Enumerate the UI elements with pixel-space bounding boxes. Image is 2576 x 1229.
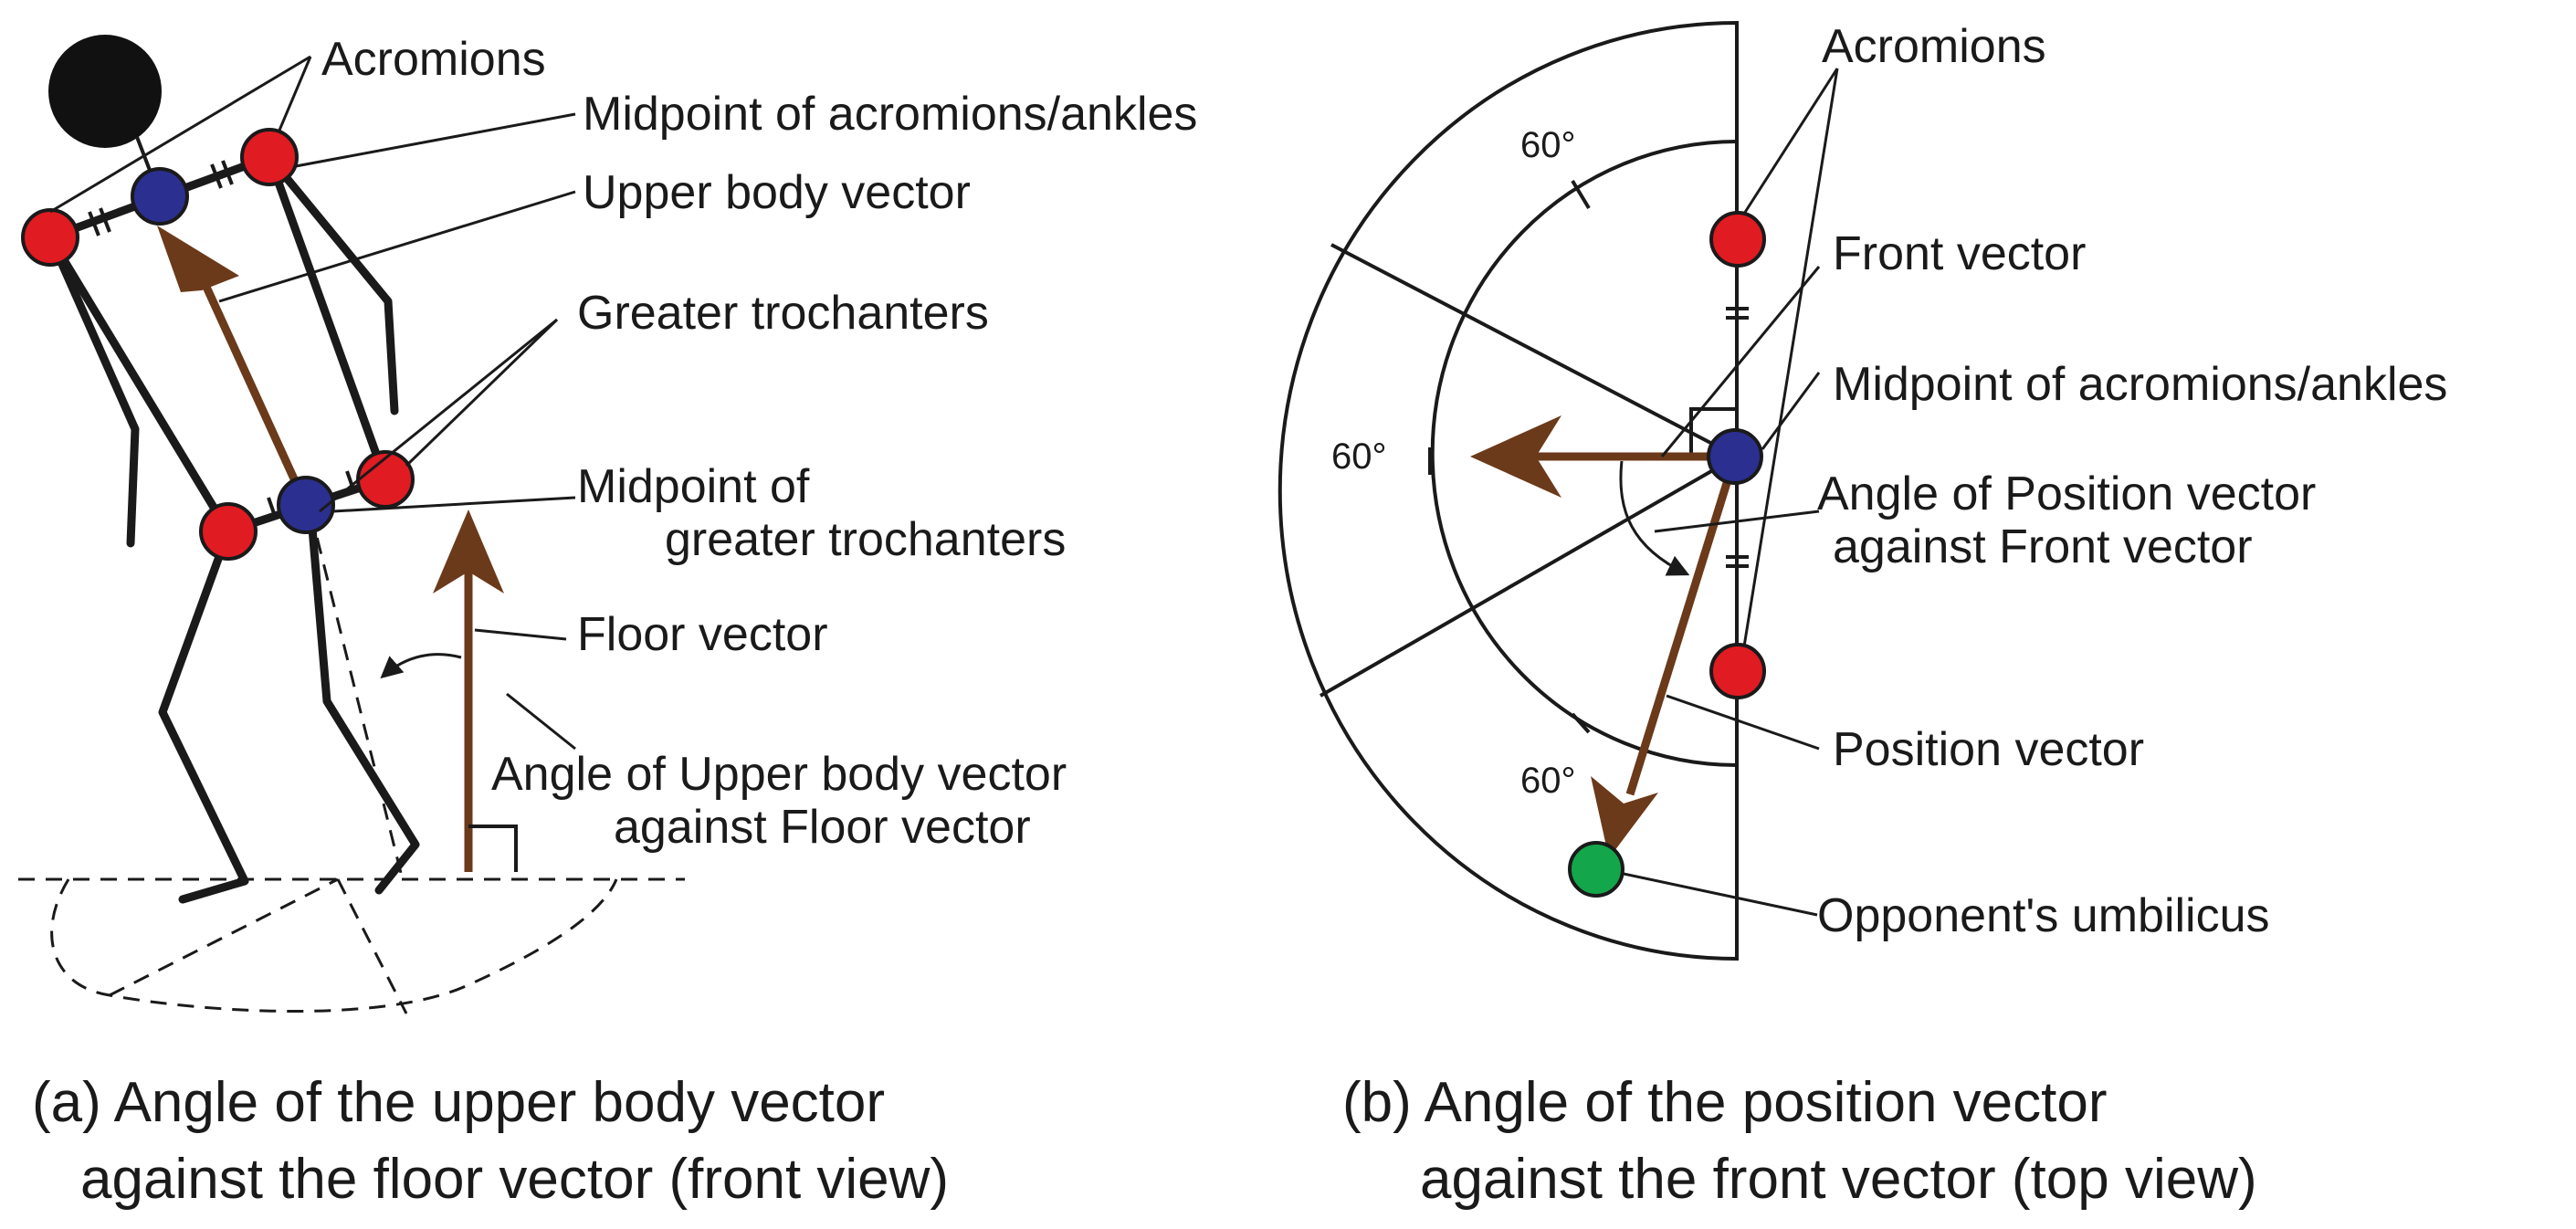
- panel-a-front-view: Acromions Midpoint of acromions/ankles U…: [18, 33, 1197, 1211]
- acromion-top-marker: [1709, 211, 1766, 268]
- label-midpoint-acromions-a: Midpoint of acromions/ankles: [583, 88, 1197, 141]
- caption-a-line2: against the floor vector (front view): [80, 1148, 949, 1211]
- position-vector-arrow: [1591, 455, 1740, 858]
- label-angle-upper-body-1: Angle of Upper body vector: [491, 748, 1067, 801]
- label-midpoint-acromions-b: Midpoint of acromions/ankles: [1833, 358, 2447, 411]
- panel-b-leader-lines: [1623, 68, 1839, 917]
- upper-body-vector-arrow: [157, 226, 310, 507]
- right-angle-box: [1689, 407, 1737, 455]
- label-front-vector: Front vector: [1833, 227, 2086, 280]
- front-vector-arrow: [1470, 415, 1735, 498]
- panel-b-top-view: 60° 60° 60°: [1277, 20, 2447, 1211]
- caption-a-line1: (a) Angle of the upper body vector: [32, 1071, 885, 1134]
- degree-label-bottom: 60°: [1520, 761, 1576, 801]
- acromion-midpoint-marker: [131, 167, 189, 226]
- caption-b-line2: against the front vector (top view): [1420, 1148, 2257, 1211]
- equal-ticks: [1726, 307, 1749, 568]
- position-angle-arc: [1619, 460, 1690, 576]
- label-upper-body-vector: Upper body vector: [583, 166, 971, 219]
- label-greater-trochanters: Greater trochanters: [577, 287, 989, 340]
- upper-body-angle-arc: [380, 653, 462, 679]
- floor-dashed-outline: [18, 877, 685, 1014]
- label-angle-position-1: Angle of Position vector: [1817, 467, 2316, 520]
- center-midpoint-marker: [1707, 428, 1763, 485]
- label-floor-vector: Floor vector: [577, 608, 828, 661]
- degree-label-top: 60°: [1520, 125, 1576, 165]
- floor-vector-arrow: [433, 509, 518, 872]
- label-position-vector: Position vector: [1833, 723, 2144, 776]
- acromion-right-marker: [240, 128, 299, 186]
- trochanter-right-marker: [356, 450, 415, 509]
- inner-arc: [1430, 140, 1738, 767]
- degree-label-left: 60°: [1331, 436, 1387, 477]
- stick-figure: [46, 35, 420, 904]
- label-midpoint-trochanters-1: Midpoint of: [577, 460, 810, 513]
- acromion-bottom-marker: [1709, 643, 1766, 699]
- caption-b-line1: (b) Angle of the position vector: [1342, 1071, 2107, 1134]
- head: [48, 35, 162, 148]
- degree-ticks: [1428, 179, 1591, 734]
- label-midpoint-trochanters-2: greater trochanters: [665, 513, 1066, 566]
- outer-semicircle: [1277, 20, 1739, 961]
- acromion-left-marker: [21, 208, 79, 267]
- sector-line-lower: [1320, 455, 1738, 698]
- label-angle-position-2: against Front vector: [1833, 520, 2253, 573]
- sector-line-upper: [1330, 243, 1738, 458]
- label-acromions-b: Acromions: [1822, 20, 2046, 73]
- opponent-umbilicus-marker: [1568, 841, 1624, 898]
- label-acromions-a: Acromions: [321, 33, 546, 86]
- label-angle-upper-body-2: against Floor vector: [614, 801, 1031, 854]
- trochanter-left-marker: [199, 502, 258, 561]
- label-opponent-umbilicus: Opponent's umbilicus: [1817, 889, 2270, 942]
- vertical-reference-dashed: [309, 510, 404, 877]
- trochanter-midpoint-marker: [277, 476, 335, 534]
- panel-a-leader-lines: [49, 55, 576, 751]
